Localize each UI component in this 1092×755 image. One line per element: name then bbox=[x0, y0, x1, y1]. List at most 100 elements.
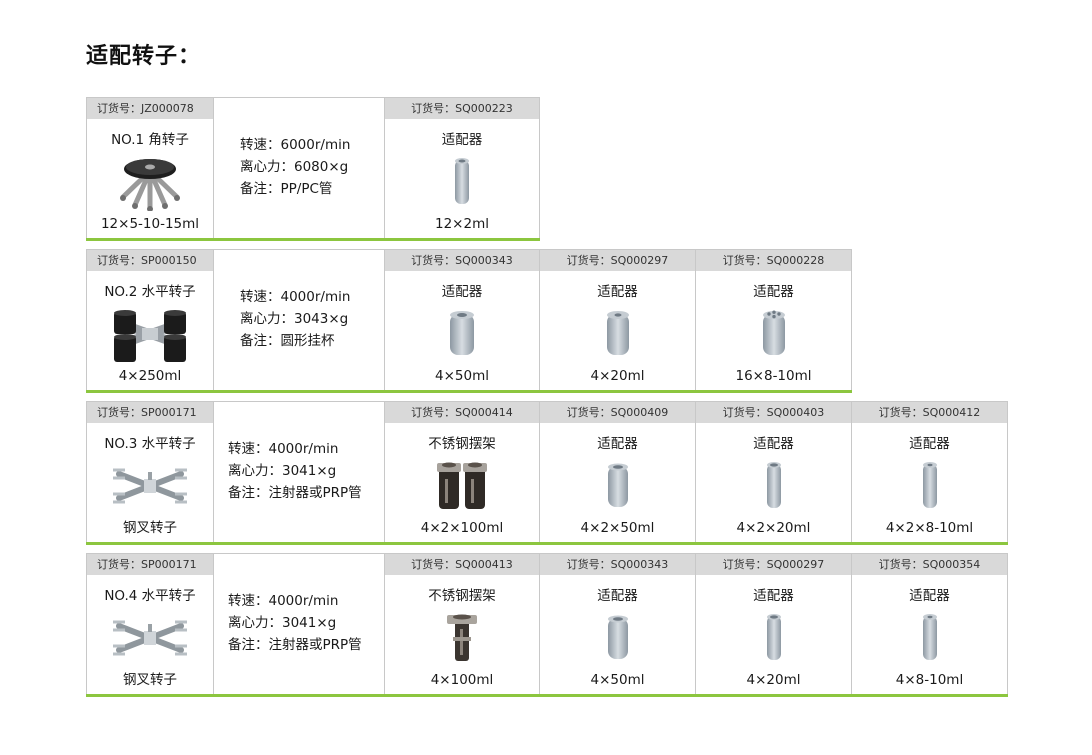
adapter-cell: 订货号：SQ000413 不锈钢摆架 4×100ml bbox=[385, 553, 540, 694]
adapter-order-number: 订货号：SQ000228 bbox=[696, 249, 851, 271]
rotor-caption: 钢叉转子 bbox=[123, 672, 177, 688]
adapter-slim-icon bbox=[852, 455, 1007, 517]
adapter-medium-icon bbox=[540, 303, 695, 365]
adapter-name: 适配器 bbox=[597, 284, 638, 300]
adapter-capacity: 16×8-10ml bbox=[735, 368, 812, 384]
adapter-multihole-icon bbox=[696, 303, 851, 365]
adapter-name: 适配器 bbox=[597, 436, 638, 452]
spec-note: 备注：PP/PC管 bbox=[240, 181, 333, 197]
adapter-name: 适配器 bbox=[909, 436, 950, 452]
swing-bucket-rotor-icon bbox=[87, 303, 213, 365]
steel-holder-double-icon bbox=[385, 455, 539, 517]
spec-note: 备注：圆形挂杯 bbox=[240, 333, 335, 349]
adapter-cell: 订货号：SQ000223 适配器 12×2ml bbox=[385, 97, 540, 238]
spec-speed: 转速：4000r/min bbox=[228, 593, 339, 609]
adapter-cell: 订货号：SQ000343 适配器 4×50ml bbox=[540, 553, 696, 694]
adapter-order-number: 订货号：SQ000403 bbox=[696, 401, 851, 423]
adapter-cell: 订货号：SQ000228 适配器 16×8-10ml bbox=[696, 249, 852, 390]
adapter-slim-icon bbox=[696, 607, 851, 669]
page-title: 适配转子： bbox=[86, 44, 202, 69]
rotor-order-number: 订货号：JZ000078 bbox=[87, 97, 213, 119]
rotor-cell: 订货号：SP000171 NO.3 水平转子 钢叉转子 bbox=[86, 401, 214, 542]
adapter-name: 不锈钢摆架 bbox=[428, 588, 496, 604]
rotor-specs: 转速：4000r/min 离心力：3041×g 备注：注射器或PRP管 bbox=[214, 401, 385, 542]
adapter-order-number: 订货号：SQ000297 bbox=[540, 249, 695, 271]
spec-speed: 转速：4000r/min bbox=[228, 441, 339, 457]
adapter-order-number: 订货号：SQ000409 bbox=[540, 401, 695, 423]
rotor-cell: 订货号：SP000171 NO.4 水平转子 钢叉转子 bbox=[86, 553, 214, 694]
adapter-capacity: 4×8-10ml bbox=[895, 672, 964, 688]
steel-holder-single-icon bbox=[385, 607, 539, 669]
rotor-name: NO.2 水平转子 bbox=[104, 284, 196, 300]
adapter-order-number: 订货号：SQ000413 bbox=[385, 553, 539, 575]
adapter-capacity: 4×50ml bbox=[590, 672, 645, 688]
adapter-cell: 订货号：SQ000414 不锈钢摆架 4×2×100ml bbox=[385, 401, 540, 542]
adapter-order-number: 订货号：SQ000223 bbox=[385, 97, 539, 119]
adapter-slim-icon bbox=[696, 455, 851, 517]
adapter-order-number: 订货号：SQ000297 bbox=[696, 553, 851, 575]
adapter-name: 适配器 bbox=[753, 588, 794, 604]
spec-note: 备注：注射器或PRP管 bbox=[228, 485, 362, 501]
rotor-name: NO.3 水平转子 bbox=[104, 436, 196, 452]
rotor-capacity: 12×5-10-15ml bbox=[100, 216, 200, 232]
steel-fork-rotor-icon bbox=[87, 607, 213, 669]
adapter-capacity: 4×100ml bbox=[430, 672, 494, 688]
adapter-cell: 订货号：SQ000297 适配器 4×20ml bbox=[540, 249, 696, 390]
adapter-cell: 订货号：SQ000409 适配器 4×2×50ml bbox=[540, 401, 696, 542]
adapter-slim-icon bbox=[852, 607, 1007, 669]
adapter-medium-icon bbox=[540, 455, 695, 517]
adapter-capacity: 4×50ml bbox=[435, 368, 489, 384]
rotor-order-number: 订货号：SP000171 bbox=[87, 553, 213, 575]
spec-force: 离心力：3043×g bbox=[240, 311, 349, 327]
adapter-name: 适配器 bbox=[597, 588, 638, 604]
spec-note: 备注：注射器或PRP管 bbox=[228, 637, 362, 653]
spec-force: 离心力：3041×g bbox=[228, 463, 337, 479]
adapter-name: 不锈钢摆架 bbox=[428, 436, 496, 452]
rotor-cell: 订货号：SP000150 NO.2 水平转子 4×250ml bbox=[86, 249, 214, 390]
spec-force: 离心力：6080×g bbox=[240, 159, 349, 175]
adapter-name: 适配器 bbox=[441, 132, 483, 148]
rotor-specs: 转速：4000r/min 离心力：3041×g 备注：注射器或PRP管 bbox=[214, 553, 385, 694]
adapter-cell: 订货号：SQ000354 适配器 4×8-10ml bbox=[852, 553, 1008, 694]
rotor-cell: 订货号：JZ000078 NO.1 角转子 12×5-10-15ml bbox=[86, 97, 214, 238]
adapter-wide-icon bbox=[385, 303, 539, 365]
adapter-order-number: 订货号：SQ000343 bbox=[385, 249, 539, 271]
angle-rotor-icon bbox=[87, 151, 213, 213]
adapter-capacity: 4×2×20ml bbox=[736, 520, 811, 536]
adapter-cell: 订货号：SQ000403 适配器 4×2×20ml bbox=[696, 401, 852, 542]
adapter-name: 适配器 bbox=[753, 284, 794, 300]
adapter-capacity: 4×2×50ml bbox=[580, 520, 655, 536]
adapter-order-number: 订货号：SQ000414 bbox=[385, 401, 539, 423]
rotor-block-1: 订货号：JZ000078 NO.1 角转子 12×5-10-15ml bbox=[86, 97, 540, 241]
adapter-cell: 订货号：SQ000343 适配器 4×50ml bbox=[385, 249, 540, 390]
rotor-specs: 转速：4000r/min 离心力：3043×g 备注：圆形挂杯 bbox=[214, 249, 385, 390]
adapter-capacity: 12×2ml bbox=[435, 216, 489, 232]
adapter-order-number: 订货号：SQ000343 bbox=[540, 553, 695, 575]
adapter-capacity: 4×2×8-10ml bbox=[885, 520, 974, 536]
rotor-order-number: 订货号：SP000150 bbox=[87, 249, 213, 271]
rotor-block-4: 订货号：SP000171 NO.4 水平转子 钢叉转子 转速：4000r/min… bbox=[86, 553, 1008, 697]
adapter-cell: 订货号：SQ000297 适配器 4×20ml bbox=[696, 553, 852, 694]
rotor-name: NO.4 水平转子 bbox=[104, 588, 196, 604]
adapter-slim-icon bbox=[385, 151, 539, 213]
adapter-order-number: 订货号：SQ000412 bbox=[852, 401, 1007, 423]
rotor-block-3: 订货号：SP000171 NO.3 水平转子 钢叉转子 转速：4000r/min… bbox=[86, 401, 1008, 545]
adapter-capacity: 4×20ml bbox=[590, 368, 645, 384]
rotor-capacity: 4×250ml bbox=[118, 368, 182, 384]
adapter-cell: 订货号：SQ000412 适配器 4×2×8-10ml bbox=[852, 401, 1008, 542]
spec-speed: 转速：4000r/min bbox=[240, 289, 351, 305]
rotor-name: NO.1 角转子 bbox=[111, 132, 189, 148]
adapter-order-number: 订货号：SQ000354 bbox=[852, 553, 1007, 575]
adapter-capacity: 4×20ml bbox=[746, 672, 801, 688]
adapter-name: 适配器 bbox=[909, 588, 950, 604]
rotor-caption: 钢叉转子 bbox=[123, 520, 177, 536]
spec-speed: 转速：6000r/min bbox=[240, 137, 351, 153]
adapter-capacity: 4×2×100ml bbox=[420, 520, 504, 536]
adapter-name: 适配器 bbox=[441, 284, 483, 300]
rotor-block-2: 订货号：SP000150 NO.2 水平转子 4×250ml 转速：4000r/… bbox=[86, 249, 852, 393]
steel-fork-rotor-icon bbox=[87, 455, 213, 517]
rotor-order-number: 订货号：SP000171 bbox=[87, 401, 213, 423]
adapter-name: 适配器 bbox=[753, 436, 794, 452]
rotor-specs: 转速：6000r/min 离心力：6080×g 备注：PP/PC管 bbox=[214, 97, 385, 238]
spec-force: 离心力：3041×g bbox=[228, 615, 337, 631]
